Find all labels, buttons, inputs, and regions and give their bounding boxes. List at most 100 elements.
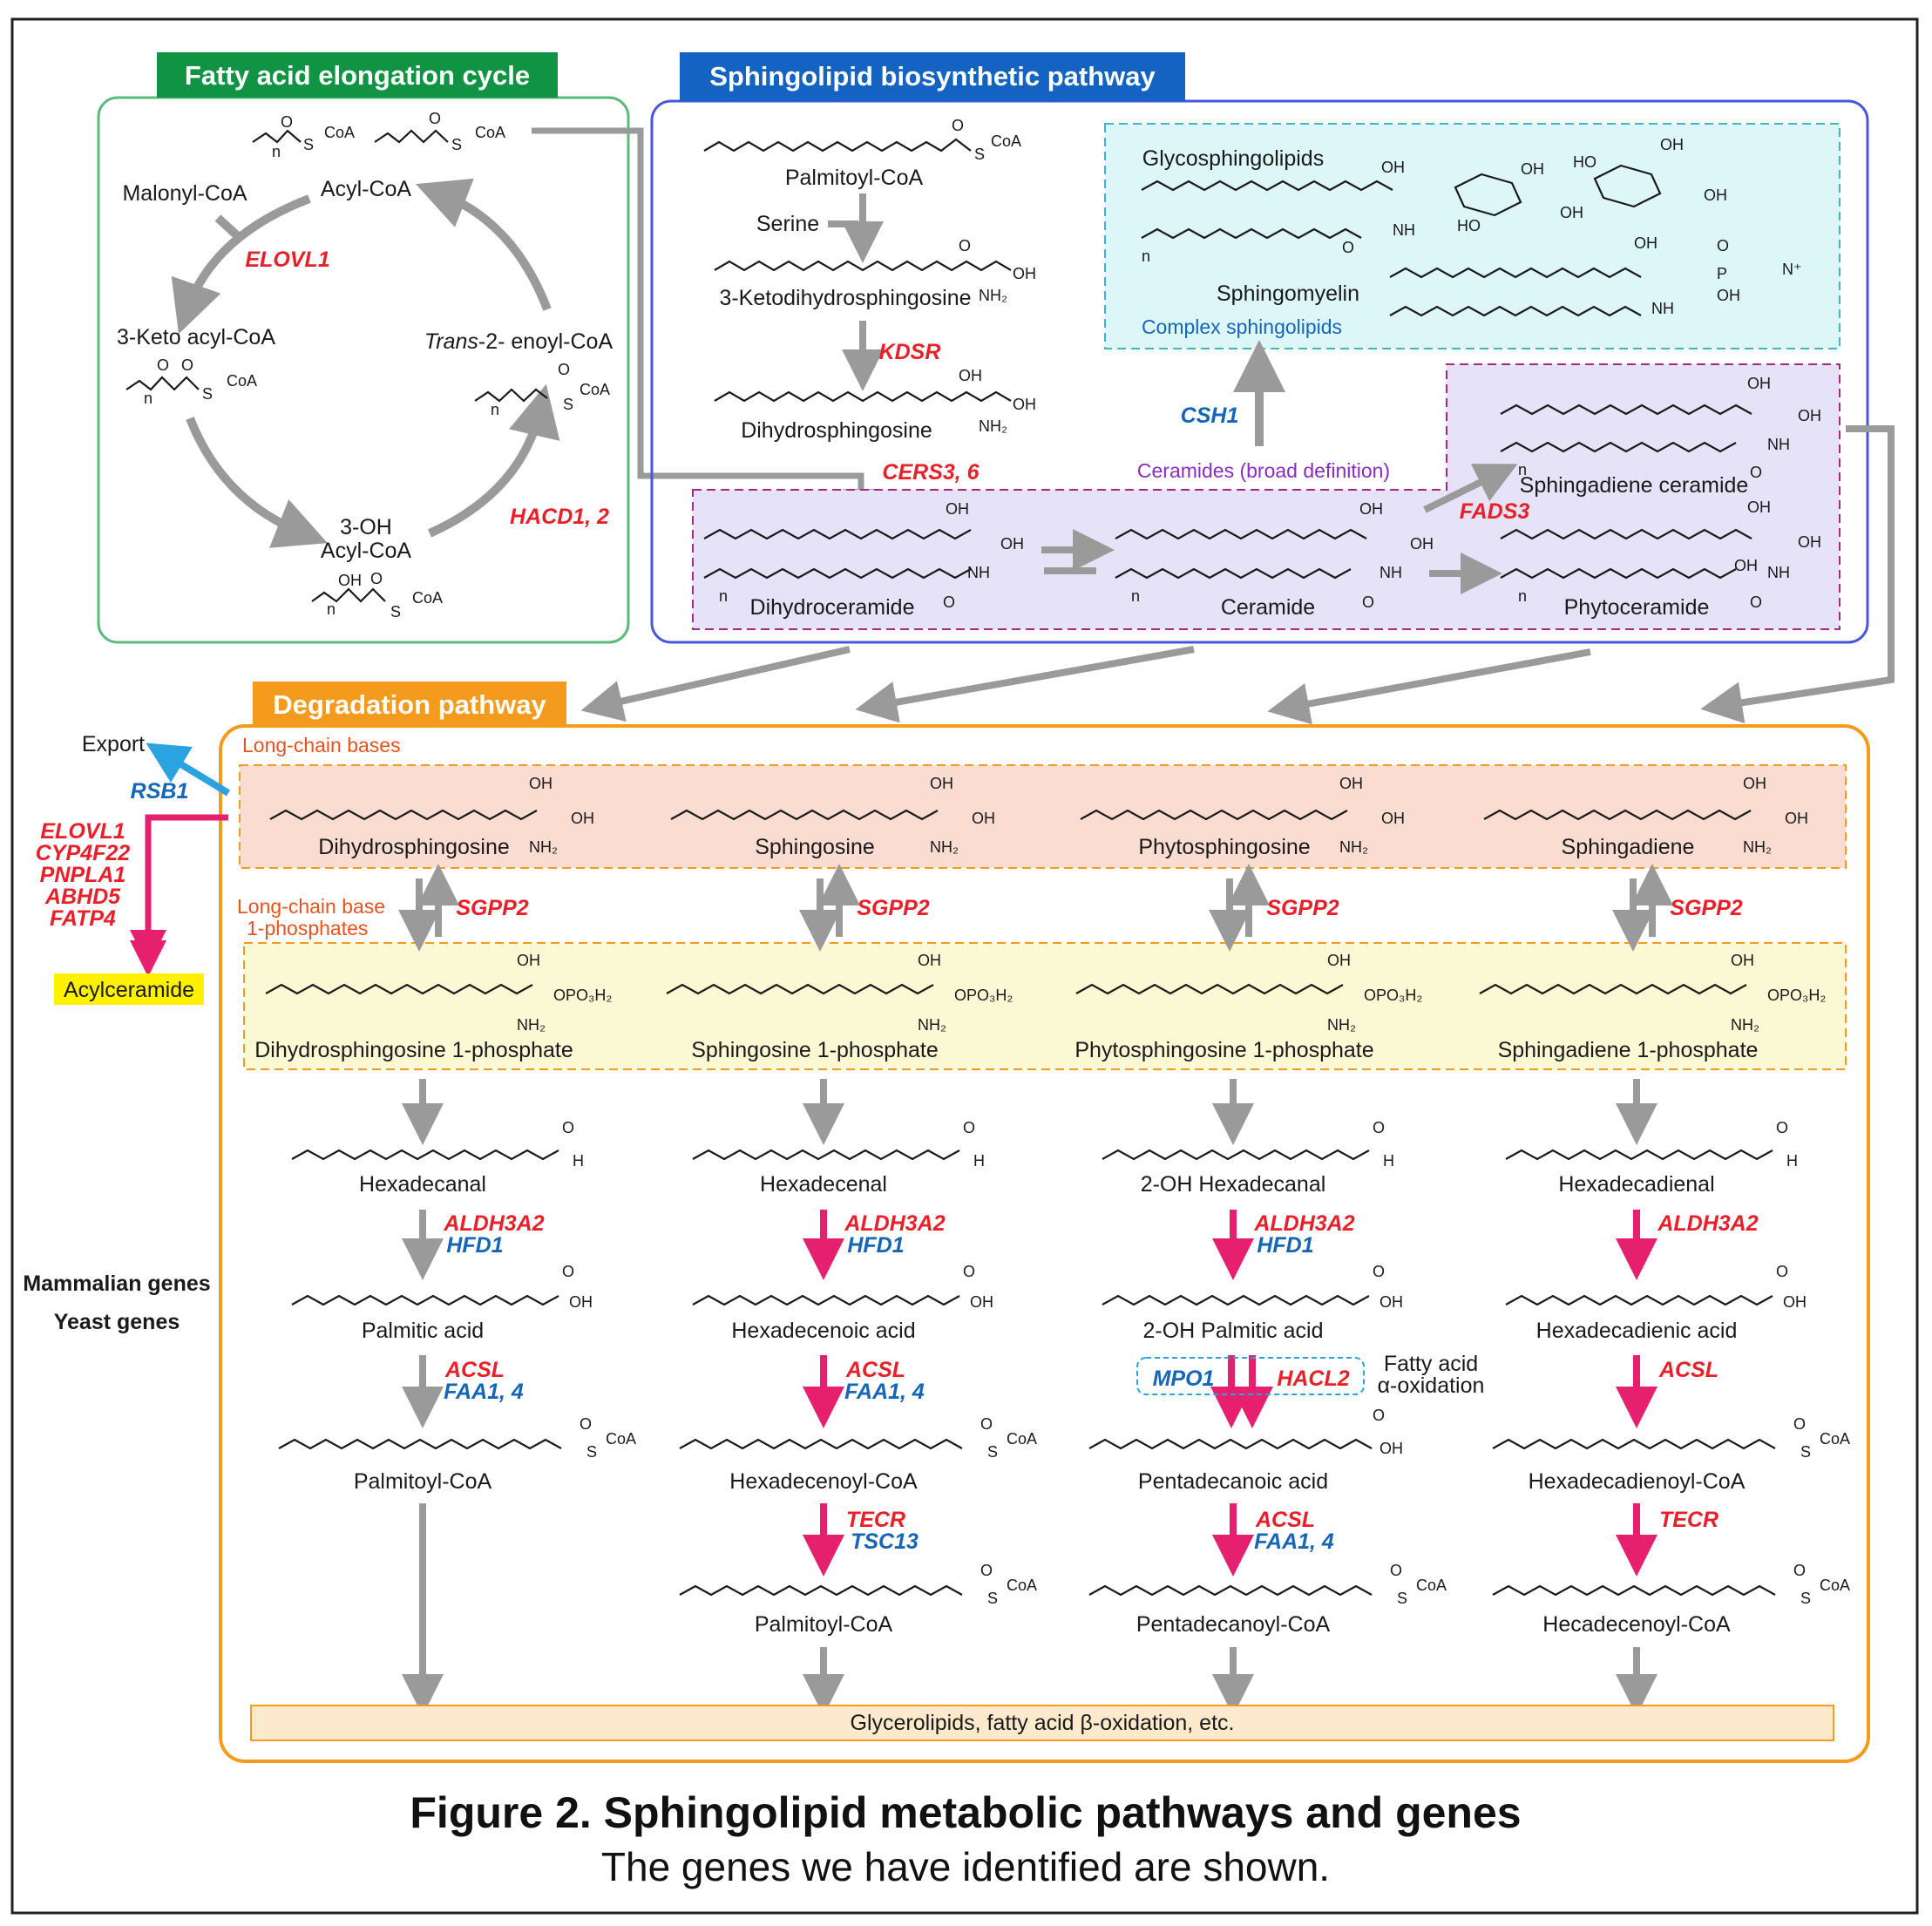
sugar-oh2: HO [1457,217,1481,234]
keto-s: S [202,385,213,403]
sm-chain1 [1389,267,1642,279]
acyl-gene-0: ELOVL1 [40,819,125,844]
keto-sph-nh2: NH₂ [979,287,1007,304]
fa-title: Fatty acid elongation cycle [185,60,530,91]
coa-coa-3: CoA [1820,1430,1850,1448]
gene-g3-red-3: TECR [1659,1508,1718,1532]
deg-title: Degradation pathway [273,689,546,720]
cer-o: O [1362,593,1374,611]
hydroxy-n: n [327,600,336,618]
glyco-nh: NH [1393,221,1415,239]
yeast-legend: Yeast genes [54,1310,180,1334]
sm-o: O [1717,237,1729,254]
phyto-n: n [1518,587,1527,605]
lcbp-label-0: Dihydrosphingosine 1-phosphate [254,1038,573,1062]
dhs-structure [714,390,1012,403]
sugar-oh1: OH [1521,160,1544,178]
phyto-chain2 [1500,567,1737,580]
hydroxy-coa: CoA [412,589,443,607]
lcb-label-1: Sphingosine [755,835,875,859]
acid-o-2: O [1373,1263,1385,1280]
gene-g2-red-2: HACL2 [1277,1367,1349,1391]
lcbp-nh2-2: NH₂ [1327,1016,1356,1034]
sdcer-oh2: OH [1798,407,1821,424]
sugar-oh4: HO [1573,153,1596,171]
coa2-s-2: S [1397,1590,1407,1607]
fa-title-bg [157,52,558,98]
phyto-o: O [1750,593,1762,611]
acid-structure-2 [1102,1294,1370,1306]
dhcer-chain1 [703,528,972,540]
sphingadiene-ceramide-label: Sphingadiene ceramide [1520,473,1749,498]
lcbp-nh2-3: NH₂ [1731,1016,1759,1034]
acid-oh-1: OH [970,1293,993,1311]
gene-g1-red-2: ALDH3A2 [1253,1211,1354,1236]
lcbp-structure-3 [1479,983,1747,995]
coa-o-1: O [980,1415,993,1433]
cer-oh2: OH [1410,535,1434,553]
cycle-arrow-bottom-left [186,417,328,548]
lcbp-oh-1: OH [918,952,941,969]
lcbp-po-1: OPO₃H₂ [954,987,1013,1004]
gene-sgpp2-2: SGPP2 [1266,896,1339,920]
lcb-structure-3 [1483,809,1752,821]
acid-label-3: Hexadecadienic acid [1536,1319,1738,1343]
coa-s-0: S [586,1443,597,1461]
coa-oh-2: OH [1380,1440,1403,1457]
gene-g3-red-2: ACSL [1255,1508,1315,1532]
sm-nh: NH [1651,300,1674,317]
palmitoyl-label: Palmitoyl-CoA [785,166,924,190]
phyto-oh2: OH [1798,533,1821,551]
lcb-section-label: Long-chain bases [242,734,401,756]
lcbp-structure-0 [265,983,533,995]
coa2-coa-2: CoA [1416,1577,1447,1594]
lcbp-section-label-1: Long-chain base [237,895,385,918]
lcb-nh2-1: NH₂ [930,838,959,856]
gene-fads3: FADS3 [1460,499,1530,524]
keto-sph-oh: OH [1013,265,1036,282]
hydroxy-oh: OH [338,572,362,589]
cer-chain2 [1115,567,1352,580]
lcb-label-3: Sphingadiene [1562,835,1695,859]
dihydroceramide-label: Dihydroceramide [750,595,915,620]
dhcer-nh: NH [967,564,990,581]
ald-label-3: Hexadecadienal [1558,1172,1714,1197]
acyl-o: O [281,113,293,131]
dhcer-chain2 [703,567,972,580]
enoyl-n: n [491,401,499,418]
acyl-coa-structure-2 [374,129,449,144]
dhcer-oh1: OH [946,500,969,518]
enoyl-structure [474,388,548,403]
cycle-arrow-top-right [416,178,552,311]
lcb-oh2-1: OH [972,810,995,827]
coa-coa-1: CoA [1007,1430,1037,1448]
coa2-o-2: O [1390,1562,1402,1579]
keto-sph-o: O [959,237,971,254]
trans-enoyl-label: Trans-2- enoyl-CoA [424,329,613,354]
gene-hacd: HACD1, 2 [510,505,609,529]
gene-g1-red-0: ALDH3A2 [443,1211,544,1236]
bio-to-deg-arrow-1 [580,646,851,722]
acyl-coa-label: Acyl-CoA [321,177,412,201]
gene-cers: CERS3, 6 [882,460,980,485]
hydroxy-acyl-line1: 3-OH [340,515,392,539]
ald-structure-0 [291,1149,559,1161]
gene-sgpp2-3: SGPP2 [1670,896,1742,920]
gene-g2-red-3: ACSL [1658,1358,1718,1382]
acid-label-2: 2-OH Palmitic acid [1143,1319,1324,1343]
cer-chain1 [1115,528,1367,540]
acyl-gene-4: FATP4 [50,906,116,931]
glyco-label: Glycosphingolipids [1142,146,1324,171]
dhs-nh2: NH₂ [979,417,1007,435]
coa-coa-0: CoA [606,1430,636,1448]
coa-label-0: Palmitoyl-CoA [354,1469,492,1494]
gene-g1-red-1: ALDH3A2 [844,1211,945,1236]
acylceramide-bg [54,973,204,1005]
degradation-panel: Degradation pathway Long-chain bases Lon… [23,682,1870,1763]
sm-p: P [1717,265,1727,282]
deg-box [219,724,1870,1763]
ald-o-1: O [963,1119,975,1136]
gene-csh1: CSH1 [1181,404,1239,428]
acyl-gene-3: ABHD5 [44,885,121,909]
cer-nh: NH [1380,564,1402,581]
